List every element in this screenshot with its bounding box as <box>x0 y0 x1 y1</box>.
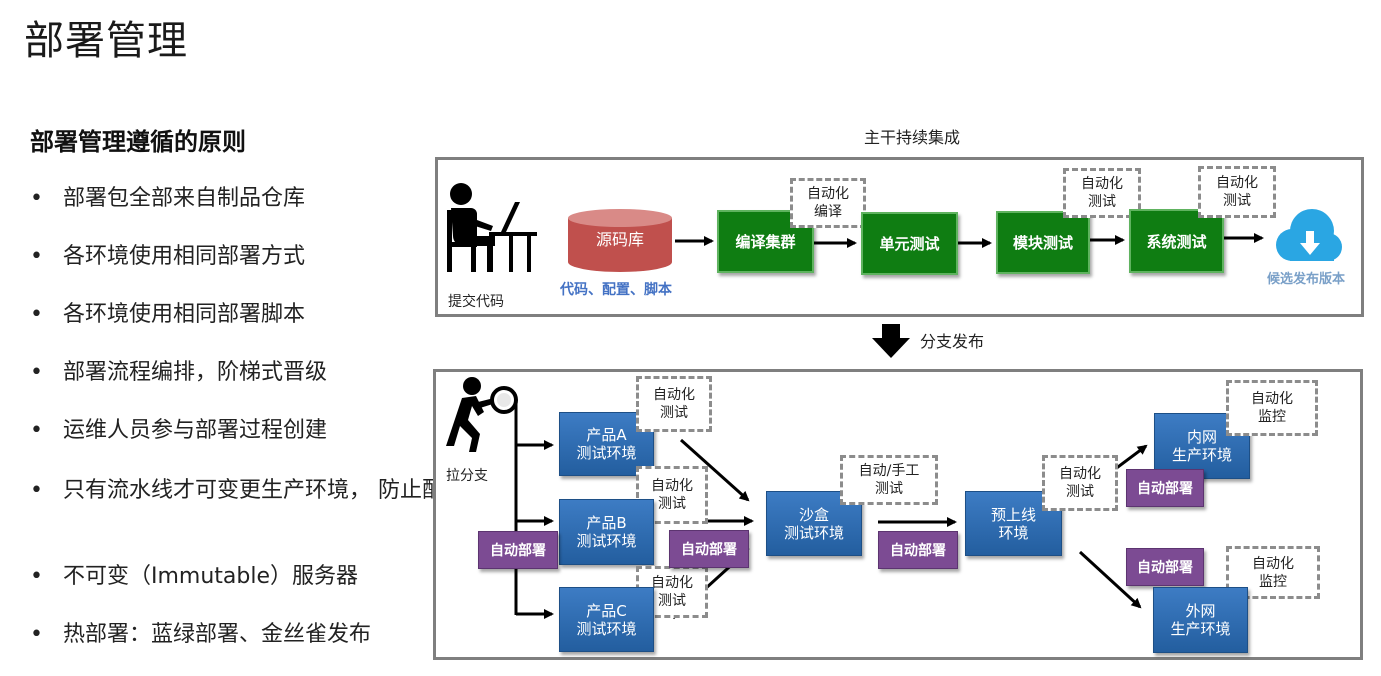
auto-deploy-badge-sandbox: 自动部署 <box>878 531 958 569</box>
commit-label: 提交代码 <box>448 294 504 310</box>
system-test-box: 系统测试 <box>1129 209 1224 273</box>
auto-deploy-badge-extranet: 自动部署 <box>1126 548 1204 586</box>
auto-deploy-badge-left: 自动部署 <box>478 531 558 569</box>
product-c-test-env: 产品C 测试环境 <box>559 587 654 652</box>
auto-deploy-badge-mid: 自动部署 <box>669 530 749 568</box>
product-b-test-env: 产品B 测试环境 <box>559 499 654 565</box>
auto-compile-tag: 自动化 编译 <box>790 178 866 228</box>
branch-release-label: 分支发布 <box>920 332 985 351</box>
auto-test-tag-a: 自动化 测试 <box>636 376 712 432</box>
pull-branch-label: 拉分支 <box>446 468 488 484</box>
cloud-download-icon <box>1270 205 1344 267</box>
unit-test-box: 单元测试 <box>861 212 958 275</box>
auto-test-tag-preprod: 自动化 测试 <box>1042 455 1118 511</box>
sandbox-test-env: 沙盒 测试环境 <box>766 491 862 556</box>
auto-monitor-tag-intranet: 自动化 监控 <box>1226 380 1318 436</box>
down-arrow-icon <box>872 324 910 358</box>
extranet-production-env: 外网 生产环境 <box>1153 587 1248 653</box>
person-with-magnifier-icon <box>442 374 524 454</box>
repo-caption: 代码、配置、脚本 <box>560 282 672 298</box>
auto-test-tag-module: 自动化 测试 <box>1063 168 1141 218</box>
module-test-box: 模块测试 <box>996 211 1090 274</box>
database-cylinder-icon <box>566 208 674 274</box>
auto-deploy-badge-intranet: 自动部署 <box>1126 469 1204 507</box>
repo-label: 源码库 <box>595 230 644 249</box>
person-at-computer-icon <box>443 180 539 276</box>
auto-test-tag-system: 自动化 测试 <box>1198 166 1276 218</box>
principles-heading: 部署管理遵循的原则 <box>30 128 246 156</box>
page-title: 部署管理 <box>24 18 188 64</box>
ci-heading: 主干持续集成 <box>864 128 961 147</box>
candidate-release-label: 候选发布版本 <box>1267 272 1346 287</box>
auto-manual-test-tag: 自动/手工 测试 <box>840 455 938 505</box>
